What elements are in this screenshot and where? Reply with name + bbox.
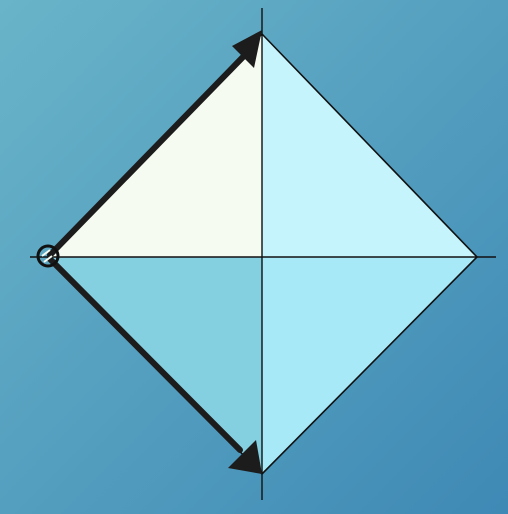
lower-left-edge-arrow	[47, 256, 243, 453]
left-vertex-marker-glyph	[41, 249, 53, 263]
upper-arrow-head-icon	[232, 30, 262, 68]
left-vertex-marker-icon	[36, 244, 60, 268]
upper-left-edge-arrow	[47, 53, 247, 258]
lower-arrow-head-icon	[228, 440, 262, 474]
